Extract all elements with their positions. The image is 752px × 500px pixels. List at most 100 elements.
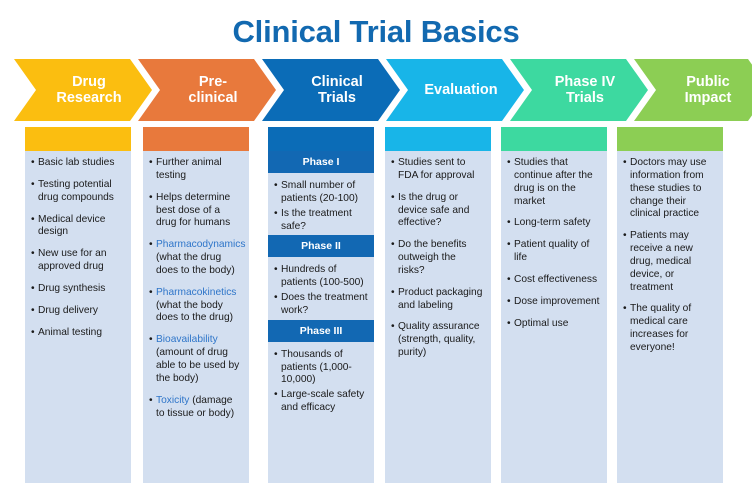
bullet-text: Long-term safety — [514, 217, 591, 229]
bullet-dot-icon: • — [274, 348, 278, 360]
bullet-text: Medical device design — [38, 213, 106, 238]
bullet-text: Patients may receive a new drug, medical… — [630, 230, 693, 293]
bullet-dot-icon: • — [507, 295, 511, 307]
bullet-text: Drug synthesis — [38, 282, 106, 294]
stage-panel-row: •Basic lab studies•Testing potential dru… — [0, 127, 752, 487]
bullet-item: •Cost effectiveness — [507, 274, 601, 287]
bullet-dot-icon: • — [274, 292, 278, 304]
page-title: Clinical Trial Basics — [232, 14, 520, 49]
panel-body: •Studies that continue after the drug is… — [501, 151, 607, 330]
bullet-dot-icon: • — [507, 157, 511, 168]
bullet-item: •Medical device design — [31, 214, 125, 240]
bullet-item: •Studies that continue after the drug is… — [507, 157, 601, 208]
bullet-text: Helps determine best dose of a drug for … — [156, 191, 231, 229]
bullet-dot-icon: • — [31, 178, 35, 190]
bullet-item: •Doctors may use information from these … — [623, 157, 717, 221]
bullet-item: •Long-term safety — [507, 217, 601, 230]
bullet-item: •Patients may receive a new drug, medica… — [623, 230, 717, 294]
stage-chevron-label: Clinical Trials — [311, 73, 363, 106]
bullet-dot-icon: • — [149, 191, 153, 203]
bullet-item: •Helps determine best dose of a drug for… — [149, 192, 243, 231]
highlighted-term: Pharmacokinetics — [156, 286, 237, 298]
bullet-text: Large-scale safety and efficacy — [281, 389, 365, 414]
bullet-item: •Toxicity (damage to tissue or body) — [149, 395, 243, 421]
stage-chevron-evaluation[interactable]: Evaluation — [386, 59, 524, 121]
bullet-text: Testing potential drug compounds — [38, 178, 114, 203]
bullet-text: Cost effectiveness — [514, 273, 598, 285]
panel-color-cap — [617, 127, 723, 151]
stage-chevron-phase-iv-trials[interactable]: Phase IV Trials — [510, 59, 648, 121]
bullet-item: •Bioavailability (amount of drug able to… — [149, 334, 243, 385]
bullet-item: •Patient quality of life — [507, 239, 601, 265]
stage-chevron-label: Evaluation — [424, 81, 498, 98]
bullet-item: •Pharmacodynamics (what the drug does to… — [149, 239, 246, 278]
highlighted-term: Pharmacodynamics — [156, 239, 246, 251]
bullet-text: Thousands of patients (1,000-10,000) — [281, 348, 352, 386]
bullet-item: •Small number of patients (20-100) — [274, 180, 368, 206]
stage-chevron-clinical-trials[interactable]: Clinical Trials — [262, 59, 400, 121]
bullet-item: •Testing potential drug compounds — [31, 179, 125, 205]
bullet-item: •Hundreds of patients (100-500) — [274, 264, 368, 290]
bullet-text: Optimal use — [514, 317, 569, 329]
stage-chevron-public-impact[interactable]: Public Impact — [634, 59, 752, 121]
bullet-text: Bioavailability (amount of drug able to … — [156, 334, 240, 384]
bullet-dot-icon: • — [623, 303, 627, 315]
bullet-dot-icon: • — [149, 286, 153, 298]
bullet-text: Toxicity (damage to tissue or body) — [156, 394, 235, 419]
bullet-item: •Quality assurance (strength, quality, p… — [391, 321, 485, 360]
bullet-dot-icon: • — [623, 230, 627, 242]
panel-color-cap — [385, 127, 491, 151]
stage-chevron-label: Phase IV Trials — [554, 73, 616, 106]
bullet-item: •Dose improvement — [507, 296, 601, 309]
phase-banner: Phase I — [268, 151, 374, 173]
bullet-dot-icon: • — [149, 157, 153, 168]
bullet-item: •Drug delivery — [31, 305, 125, 318]
bullet-item: •Does the treatment work? — [274, 292, 368, 318]
panel-body: •Further animal testing•Helps determine … — [143, 151, 249, 420]
stage-panel-pre-clinical: •Further animal testing•Helps determine … — [143, 127, 249, 483]
bullet-item: •Basic lab studies — [31, 157, 125, 170]
bullet-text: Pharmacodynamics (what the drug does to … — [156, 239, 246, 276]
stage-panel-clinical-trials: Phase I •Small number of patients (20-100… — [268, 127, 374, 483]
bullet-text: Further animal testing — [156, 157, 222, 181]
highlighted-term: Toxicity — [156, 394, 190, 406]
phase-banner: Phase II — [268, 235, 374, 258]
bullet-text: The quality of medical care increases fo… — [630, 303, 692, 353]
panel-color-cap — [501, 127, 607, 151]
bullet-text: New use for an approved drug — [38, 248, 107, 273]
bullet-dot-icon: • — [31, 304, 35, 316]
bullet-text: Is the drug or device safe and effective… — [398, 191, 470, 229]
phase-bullet-group: •Thousands of patients (1,000-10,000)•La… — [268, 349, 374, 415]
bullet-text: Does the treatment work? — [281, 292, 368, 316]
bullet-dot-icon: • — [149, 334, 153, 346]
bullet-dot-icon: • — [391, 239, 395, 251]
bullet-item: •Pharmacokinetics (what the body does to… — [149, 287, 243, 326]
bullet-dot-icon: • — [507, 317, 511, 329]
stage-panel-drug-research: •Basic lab studies•Testing potential dru… — [25, 127, 131, 483]
bullet-text: Basic lab studies — [38, 157, 115, 168]
bullet-text: Studies that continue after the drug is … — [514, 157, 593, 207]
bullet-item: •Drug synthesis — [31, 283, 125, 296]
bullet-text: Patient quality of life — [514, 239, 590, 264]
bullet-dot-icon: • — [507, 217, 511, 229]
bullet-dot-icon: • — [31, 213, 35, 225]
stage-chevron-pre-clinical[interactable]: Pre- clinical — [138, 59, 276, 121]
bullet-dot-icon: • — [31, 326, 35, 338]
bullet-text: Studies sent to FDA for approval — [398, 157, 475, 181]
bullet-item: •Optimal use — [507, 318, 601, 331]
panel-body: •Basic lab studies•Testing potential dru… — [25, 151, 131, 339]
bullet-text: Pharmacokinetics (what the body does to … — [156, 286, 237, 324]
bullet-item: •Large-scale safety and efficacy — [274, 389, 368, 415]
stage-chevron-drug-research[interactable]: Drug Research — [14, 59, 152, 121]
panel-color-cap — [25, 127, 131, 151]
bullet-dot-icon: • — [274, 389, 278, 401]
bullet-item: •Further animal testing — [149, 157, 243, 183]
bullet-text: Product packaging and labeling — [398, 286, 483, 311]
bullet-dot-icon: • — [274, 207, 278, 219]
bullet-item: •Product packaging and labeling — [391, 287, 485, 313]
stage-panel-phase-iv-trials: •Studies that continue after the drug is… — [501, 127, 607, 483]
bullet-item: •Thousands of patients (1,000-10,000) — [274, 349, 368, 388]
bullet-item: •Is the treatment safe? — [274, 208, 368, 234]
bullet-dot-icon: • — [623, 157, 627, 168]
